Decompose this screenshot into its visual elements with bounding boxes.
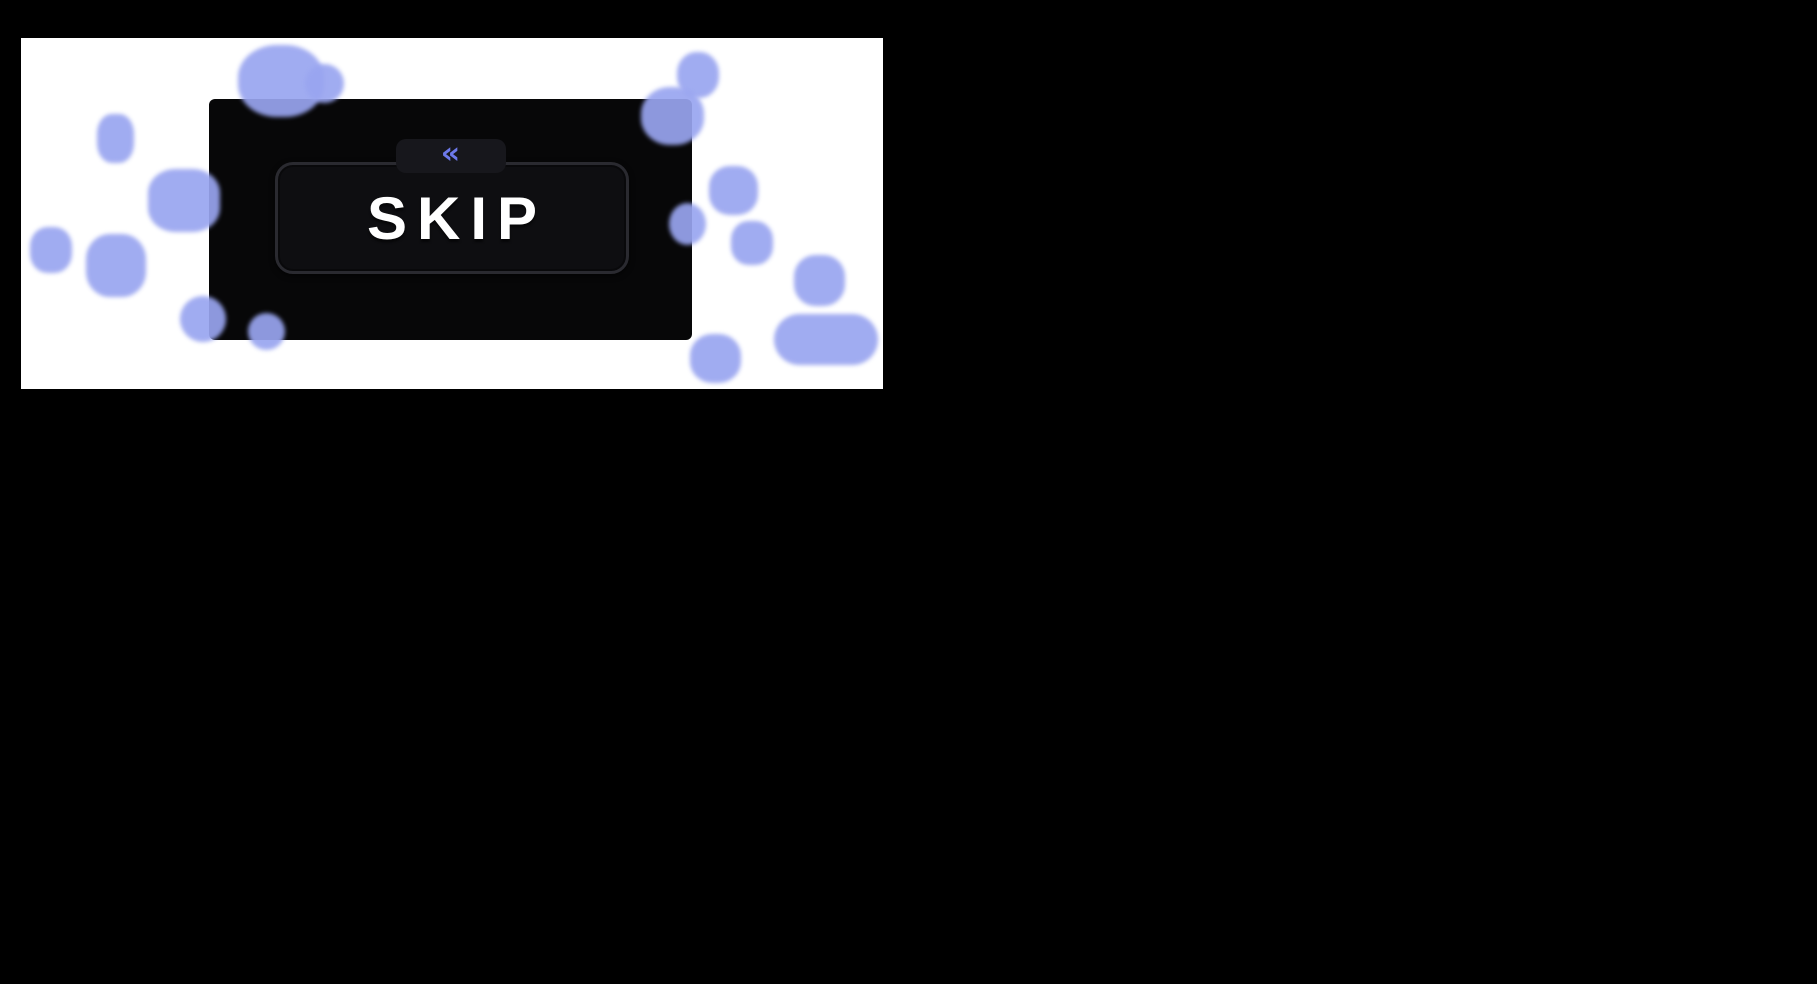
touch-mark [794, 255, 845, 306]
touch-mark [97, 114, 134, 163]
touch-mark [731, 221, 773, 265]
touch-mark [86, 234, 146, 297]
skip-button[interactable]: SKIP [275, 162, 629, 274]
touch-mark [709, 166, 758, 215]
skip-overlay: « SKIP [209, 99, 692, 340]
skip-button-label: SKIP [366, 184, 548, 252]
content-panel: « SKIP [21, 38, 883, 389]
touch-mark [305, 64, 344, 103]
touch-mark [774, 314, 878, 365]
collapse-tab[interactable]: « [395, 136, 506, 173]
touch-mark [677, 52, 719, 98]
double-chevron-left-icon: « [440, 136, 461, 171]
touch-mark [30, 227, 72, 273]
touch-mark [690, 334, 741, 383]
